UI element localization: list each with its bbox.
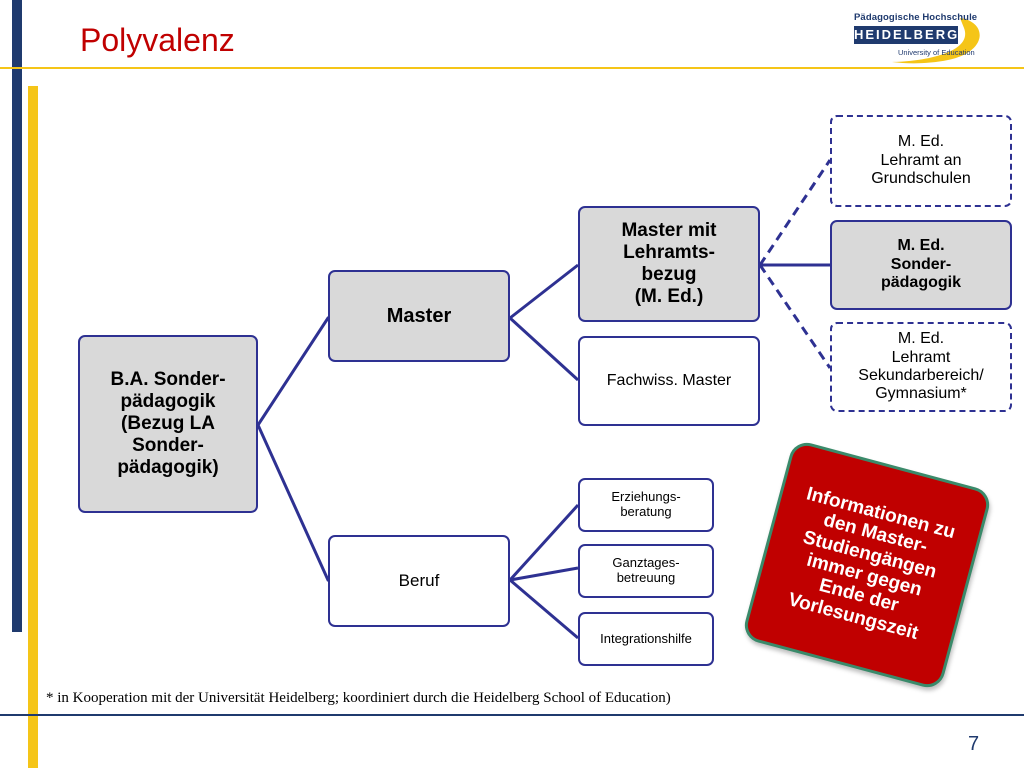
node-sekundarbereich: M. Ed. Lehramt Sekundarbereich/ Gymnasiu… [830,322,1012,412]
node-sonderpaedagogik: M. Ed. Sonder- pädagogik [830,220,1012,310]
connector-beruf-integration [509,578,579,640]
node-erziehungsberatung: Erziehungs- beratung [578,478,714,532]
footer-rule [0,714,1024,716]
connector-lehramt-grundschulen [758,159,832,266]
node-fachwiss-master: Fachwiss. Master [578,336,760,426]
slide-title: Polyvalenz [80,22,235,58]
node-root: B.A. Sonder- pädagogik (Bezug LA Sonder-… [78,335,258,513]
left-blue-bar [12,0,22,632]
node-integrationshilfe: Integrationshilfe [578,612,714,666]
university-logo: Pädagogische Hochschule HEIDELBERG Unive… [848,8,986,64]
connector-beruf-ganztages [509,566,579,582]
node-master-lehramt: Master mit Lehramts- bezug (M. Ed.) [578,206,760,322]
node-grundschulen: M. Ed. Lehramt an Grundschulen [830,115,1012,207]
logo-swoosh-icon [892,18,980,64]
connector-root-master [256,316,330,426]
left-yellow-bar [28,86,38,768]
logo-line-3: University of Education [898,48,975,57]
node-beruf: Beruf [328,535,510,627]
connector-master-lehramt [509,263,579,320]
node-ganztagesbetreuung: Ganztages- betreuung [578,544,714,598]
footnote: * in Kooperation mit der Universität Hei… [46,690,671,706]
connector-beruf-erziehung [508,503,580,582]
logo-line-2: HEIDELBERG [854,26,960,44]
connector-lehramt-sekundar [758,264,832,369]
node-master: Master [328,270,510,362]
connector-master-fachwiss [508,316,580,382]
header-rule [0,67,1024,69]
logo-line-1: Pädagogische Hochschule [854,12,978,23]
page-number: 7 [968,733,980,755]
connector-root-beruf [256,424,330,582]
